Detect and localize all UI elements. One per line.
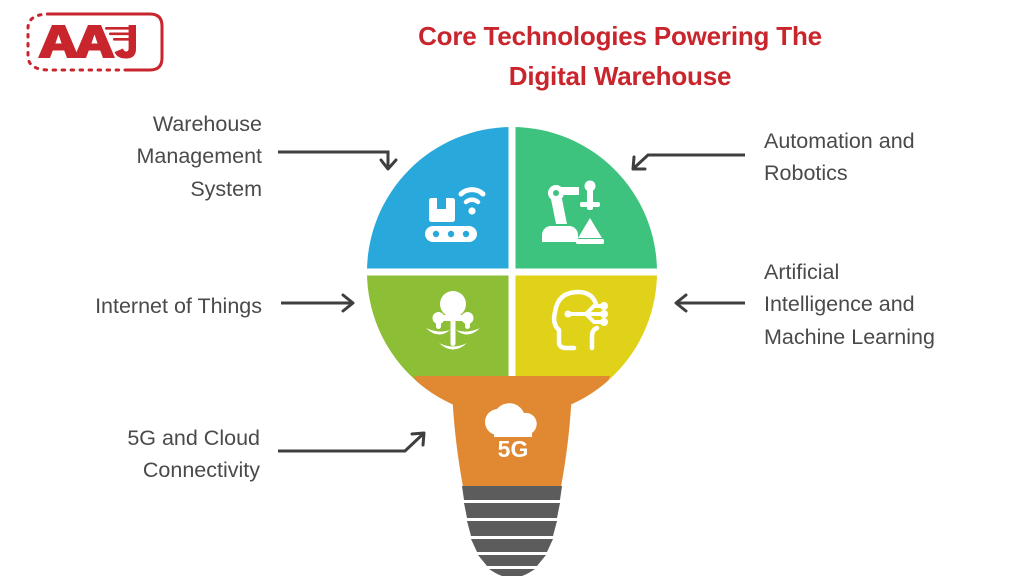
arrow-wms bbox=[278, 150, 398, 171]
label-automation-line-1: Automation and bbox=[764, 129, 915, 153]
bulb-globe bbox=[360, 120, 664, 424]
label-iot: Internet of Things bbox=[20, 290, 262, 322]
label-wms-line-2: Management bbox=[136, 144, 263, 169]
segment-5g-fill[interactable] bbox=[452, 389, 572, 492]
ai-head-circuit-icon bbox=[551, 289, 608, 351]
label-ai-line-3: Machine Learning bbox=[764, 324, 935, 349]
label-ai-line-1: Artificial bbox=[764, 260, 840, 284]
aaj-wordmark bbox=[38, 25, 136, 59]
label-wms-line-3: System bbox=[190, 176, 262, 201]
segment-automation-fill[interactable] bbox=[512, 120, 664, 272]
label-5g: 5G and Cloud Connectivity bbox=[40, 422, 260, 487]
page-title-line-1: Core Technologies Powering The bbox=[418, 21, 822, 51]
divider-horizontal bbox=[367, 268, 657, 276]
aaj-logo bbox=[10, 8, 168, 76]
segment-5g-fill-top[interactable] bbox=[414, 376, 610, 492]
divider-vertical bbox=[508, 127, 516, 417]
arrow-5g bbox=[278, 431, 426, 453]
iot-network-icon bbox=[426, 291, 480, 350]
page-title: Core Technologies Powering The Digital W… bbox=[300, 16, 940, 97]
arrow-ai bbox=[674, 293, 745, 313]
conveyor-wifi-icon bbox=[425, 187, 486, 242]
label-wms-line-1: Warehouse bbox=[152, 112, 262, 136]
arrow-automation bbox=[631, 153, 745, 171]
label-wms: Warehouse Management System bbox=[60, 108, 263, 205]
label-ai: Artificial Intelligence and Machine Lear… bbox=[764, 256, 1004, 353]
segment-iot-fill[interactable] bbox=[360, 272, 512, 424]
arrow-iot bbox=[281, 293, 355, 313]
label-ai-line-2: Intelligence and bbox=[764, 292, 915, 317]
page-title-line-2: Digital Warehouse bbox=[508, 61, 732, 92]
label-5g-line-2: Connectivity bbox=[142, 458, 260, 483]
bulb-screw-base bbox=[462, 486, 562, 578]
segment-ai-fill[interactable] bbox=[512, 272, 664, 424]
label-5g-line-1: 5G and Cloud bbox=[127, 426, 260, 450]
robot-arm-icon bbox=[542, 180, 604, 244]
cloud-5g-icon-text: 5G bbox=[498, 436, 529, 462]
label-automation-line-2: Robotics bbox=[764, 161, 848, 186]
cloud-5g-icon: 5G bbox=[485, 403, 537, 462]
label-iot-line-1: Internet of Things bbox=[95, 294, 262, 318]
label-automation: Automation and Robotics bbox=[764, 125, 1004, 190]
segment-wms-fill[interactable] bbox=[360, 120, 512, 272]
